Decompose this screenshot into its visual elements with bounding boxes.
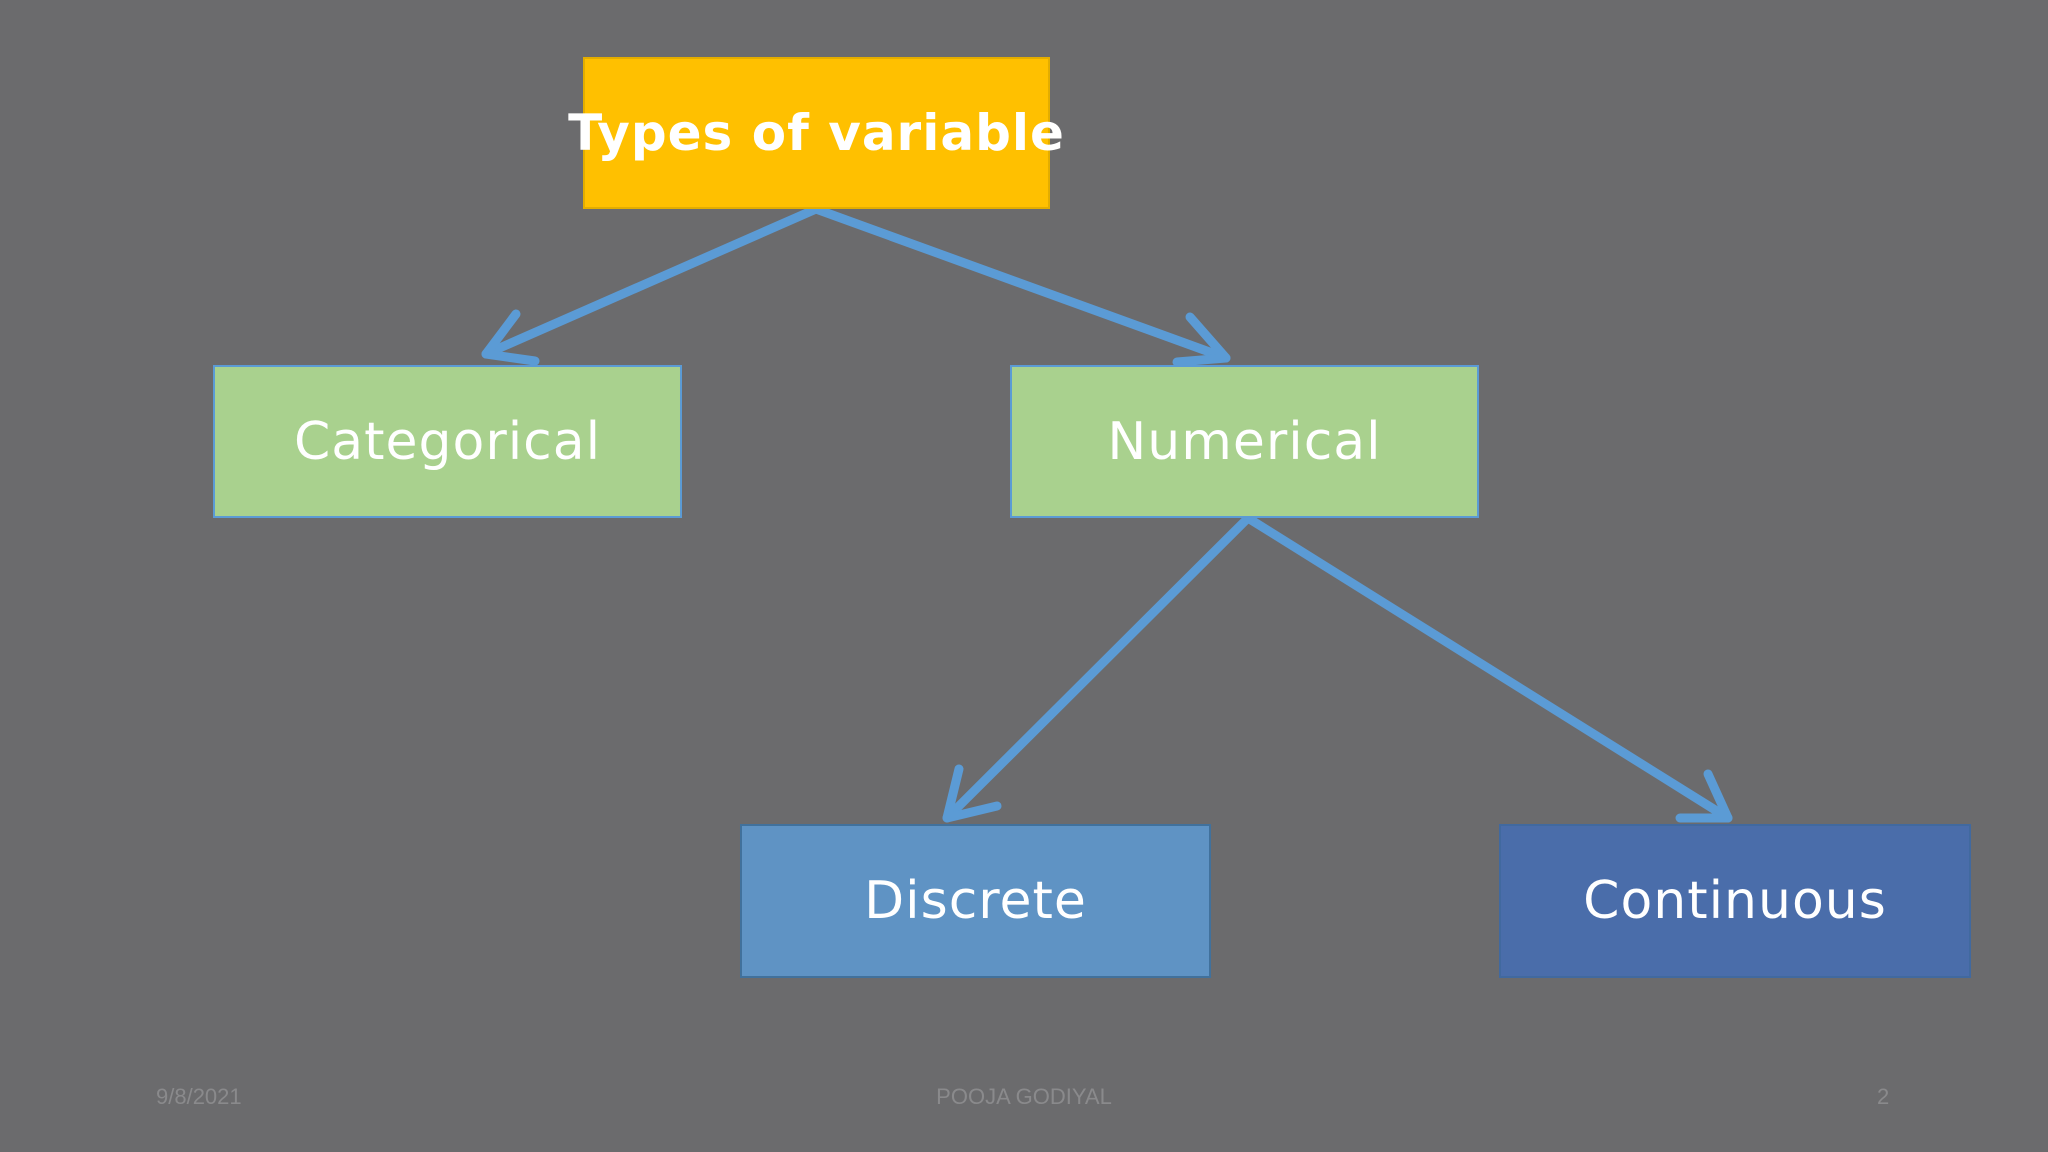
node-numerical: Numerical bbox=[1010, 365, 1479, 518]
node-label: Numerical bbox=[1107, 411, 1382, 472]
footer-author: POOJA GODIYAL bbox=[936, 1084, 1112, 1109]
arrow-numerical-to-discrete bbox=[942, 513, 1253, 823]
node-label: Types of variable bbox=[568, 104, 1065, 162]
footer-date: 9/8/2021 bbox=[156, 1084, 242, 1109]
node-continuous: Continuous bbox=[1499, 824, 1971, 978]
footer-page-number: 2 bbox=[1877, 1084, 1890, 1109]
node-label: Continuous bbox=[1583, 871, 1887, 931]
node-types-of-variable: Types of variable bbox=[568, 57, 1064, 209]
node-label: Discrete bbox=[864, 871, 1087, 931]
arrow-numerical-to-continuous bbox=[1243, 513, 1733, 823]
arrow-root-to-numerical bbox=[811, 204, 1231, 367]
arrow-root-to-categorical bbox=[481, 204, 821, 366]
node-categorical: Categorical bbox=[213, 365, 682, 518]
node-label: Categorical bbox=[293, 411, 602, 472]
node-discrete: Discrete bbox=[740, 824, 1211, 978]
